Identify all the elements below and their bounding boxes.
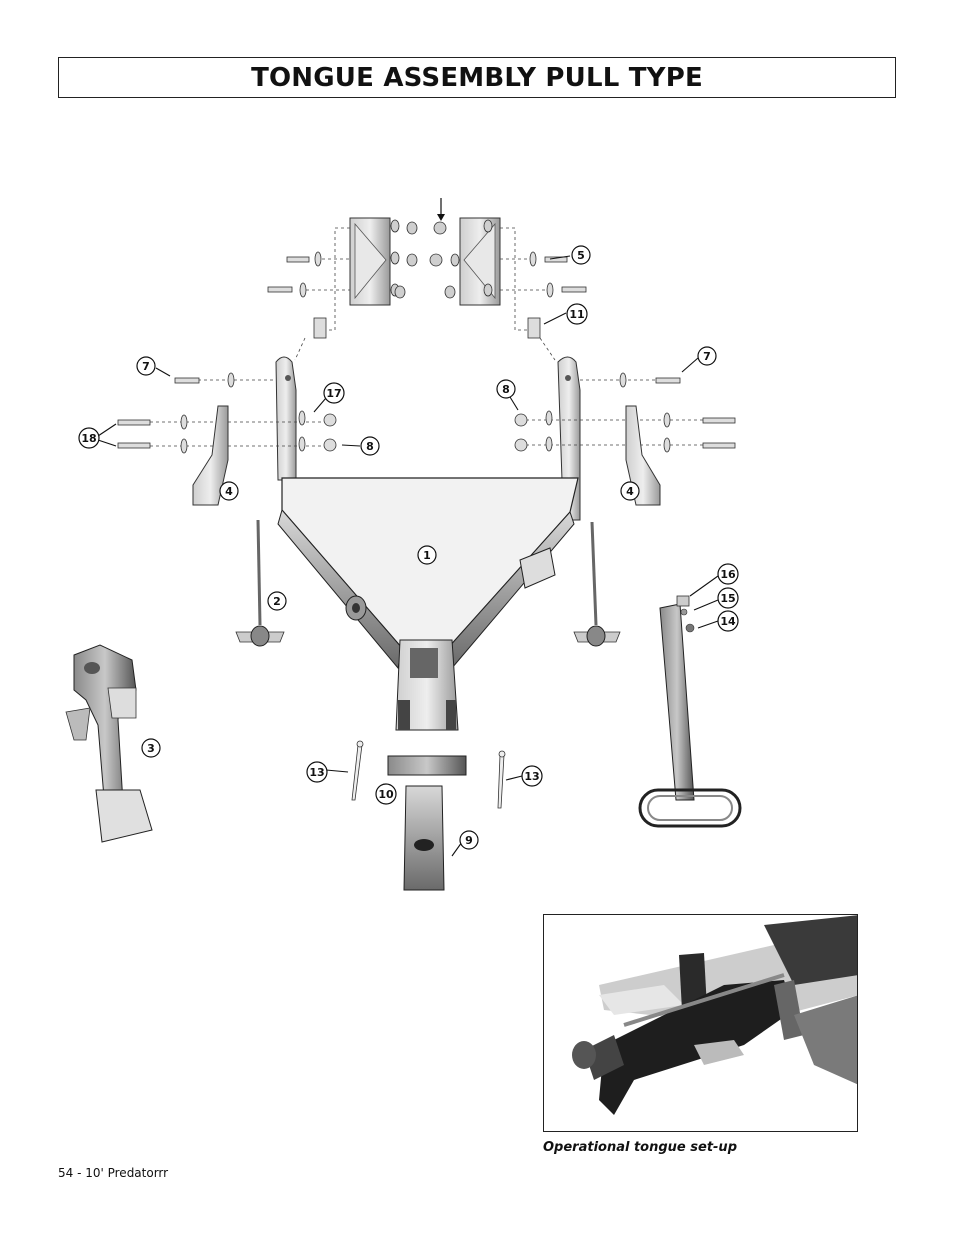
svg-text:4: 4 [225, 485, 233, 498]
callout-4-left: 4 [219, 481, 239, 501]
svg-text:4: 4 [626, 485, 634, 498]
callout-3: 3 [141, 738, 161, 758]
svg-text:9: 9 [465, 834, 473, 847]
tongue-photo-illustration [544, 915, 857, 1131]
callout-16: 16 [717, 563, 739, 585]
tongue-photo [543, 914, 858, 1132]
callout-8-bottom: 8 [360, 436, 380, 456]
shaft-support-left [235, 519, 285, 647]
photo-caption: Operational tongue set-up [543, 1140, 737, 1155]
mast-nuts [390, 219, 493, 299]
callout-1: 1 [417, 545, 437, 565]
svg-text:13: 13 [524, 770, 539, 783]
left-upright [275, 356, 297, 481]
callout-15: 15 [717, 587, 739, 609]
mast-plate-right [459, 217, 501, 306]
svg-text:8: 8 [502, 383, 510, 396]
callout-14: 14 [717, 610, 739, 632]
page-footer: 54 - 10' Predatorrr [58, 1166, 169, 1180]
svg-text:18: 18 [81, 432, 96, 445]
callout-17: 17 [323, 382, 345, 404]
callout-9: 9 [459, 830, 479, 850]
svg-text:13: 13 [309, 766, 324, 779]
svg-text:16: 16 [720, 568, 736, 581]
svg-text:5: 5 [577, 249, 585, 262]
callout-4-right: 4 [620, 481, 640, 501]
mast-plate-left [349, 217, 391, 306]
svg-text:17: 17 [326, 387, 341, 400]
callout-11: 11 [566, 303, 588, 325]
hitch-pins [351, 740, 506, 809]
angle-brackets [192, 405, 661, 506]
svg-text:7: 7 [703, 350, 711, 363]
svg-text:1: 1 [423, 549, 431, 562]
svg-text:14: 14 [720, 615, 736, 628]
page-title: TONGUE ASSEMBLY PULL TYPE [251, 62, 703, 93]
svg-text:7: 7 [142, 360, 150, 373]
callout-7-left: 7 [136, 356, 156, 376]
svg-text:8: 8 [366, 440, 374, 453]
callout-8-left: 8 [496, 379, 516, 399]
callout-7-right: 7 [697, 346, 717, 366]
callout-2: 2 [267, 591, 287, 611]
svg-text:3: 3 [147, 742, 155, 755]
callout-18: 18 [78, 427, 100, 449]
side-bolts [117, 372, 736, 454]
hitch-bar [387, 755, 467, 891]
shaft-support-right [573, 521, 621, 647]
callout-10: 10 [375, 783, 397, 805]
clevis-brackets [313, 317, 541, 339]
svg-text:11: 11 [569, 308, 584, 321]
parking-stand [638, 595, 742, 828]
callout-13-right: 13 [521, 765, 543, 787]
svg-text:10: 10 [378, 788, 394, 801]
svg-text:15: 15 [720, 592, 735, 605]
callout-13-left: 13 [306, 761, 328, 783]
tongue-frame [277, 477, 579, 731]
jack-stand [65, 644, 153, 843]
svg-text:2: 2 [273, 595, 281, 608]
callout-5: 5 [571, 245, 591, 265]
page-title-box: TONGUE ASSEMBLY PULL TYPE [58, 57, 896, 98]
